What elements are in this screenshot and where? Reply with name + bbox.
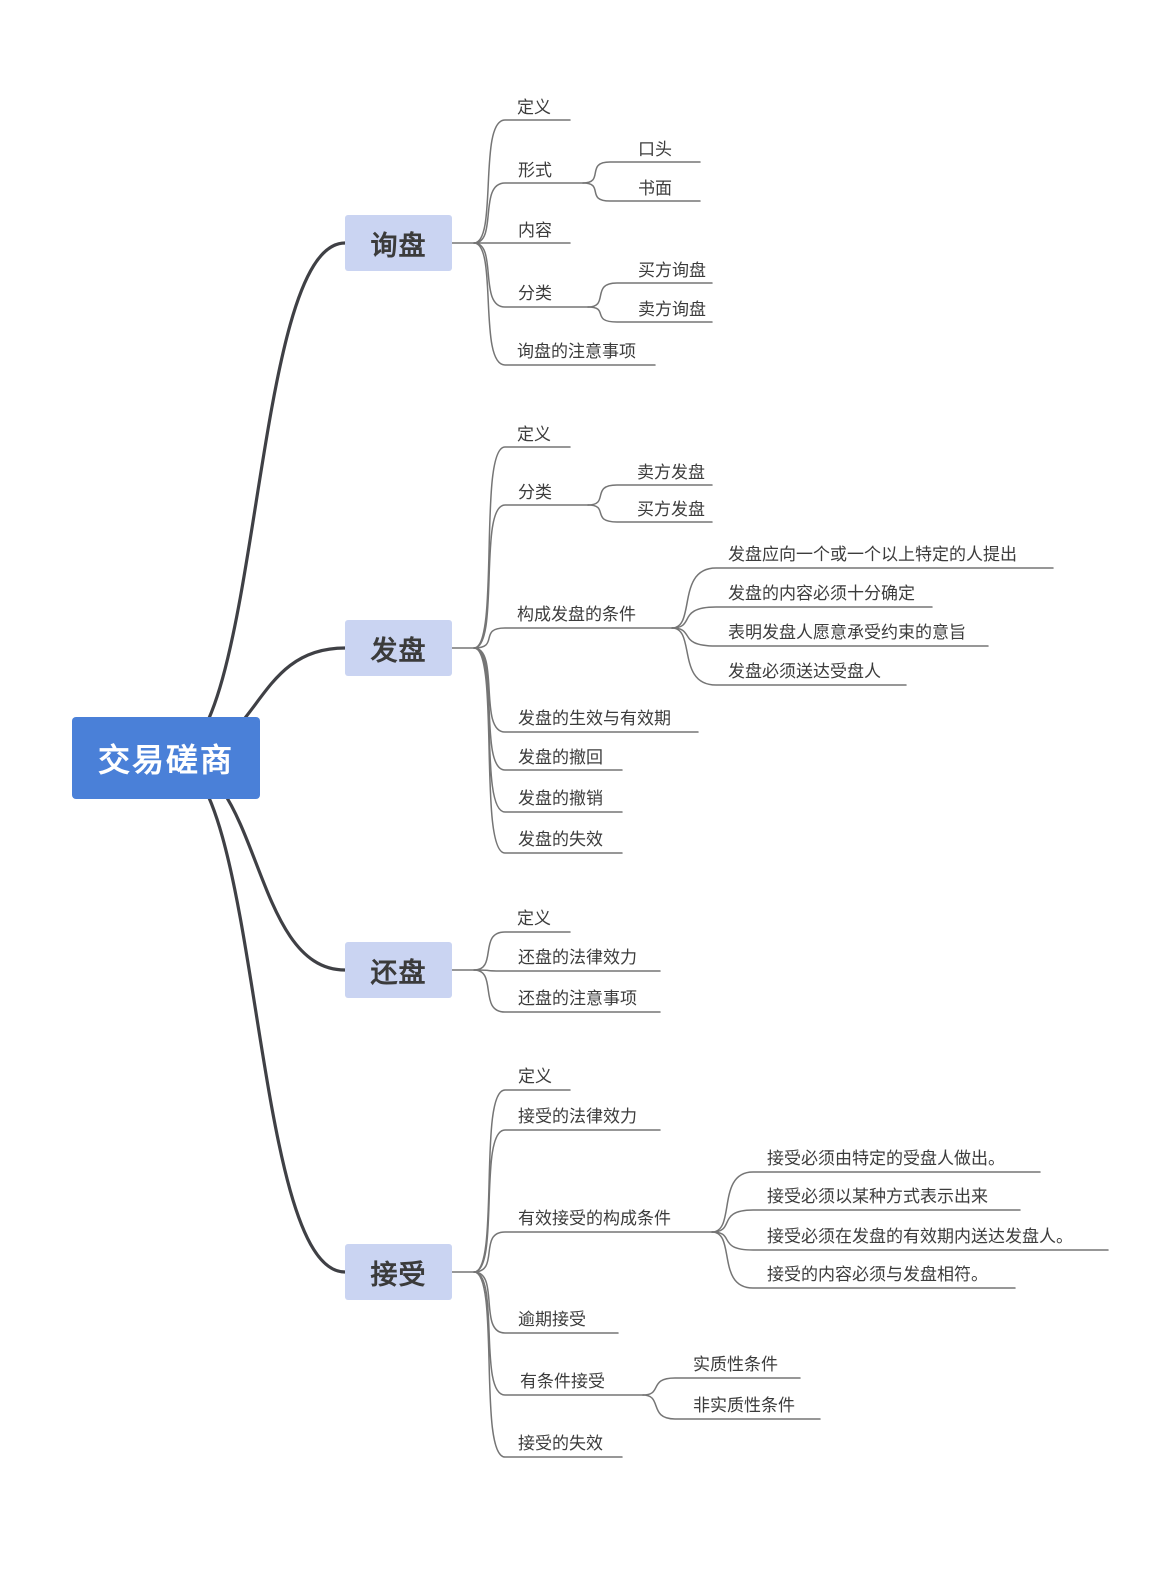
branch-acceptance[interactable]: 接受 [345,1244,452,1300]
connector [587,306,713,323]
connector [473,242,589,308]
connector [587,504,713,523]
connector [473,627,673,649]
connector [473,1231,713,1273]
connector-root-acceptance [168,756,347,1274]
connector [582,182,701,202]
node-offer-revocation[interactable]: 发盘的撤销 [518,789,603,808]
connector [711,1171,1041,1233]
node-offer-withdrawal[interactable]: 发盘的撤回 [518,748,603,767]
node-inquiry-notes[interactable]: 询盘的注意事项 [517,342,636,361]
connector [711,1209,1021,1233]
connector [473,647,623,854]
node-offer-condition-1[interactable]: 发盘应向一个或一个以上特定的人提出 [728,545,1017,564]
branch-counter-offer[interactable]: 还盘 [345,942,452,998]
node-offer-definition[interactable]: 定义 [517,425,551,444]
node-material-condition[interactable]: 实质性条件 [693,1355,778,1374]
node-offer-validity[interactable]: 发盘的生效与有效期 [518,709,671,728]
node-conditional-acceptance[interactable]: 有条件接受 [520,1372,605,1391]
node-acceptance-termination[interactable]: 接受的失效 [518,1434,603,1453]
node-inquiry-definition[interactable]: 定义 [517,98,551,117]
connector [473,1271,623,1458]
connector [473,1271,644,1396]
connector [587,484,713,506]
connector [671,567,1054,629]
connector [711,1231,1016,1289]
connector [671,606,933,629]
node-offer-termination[interactable]: 发盘的失效 [518,830,603,849]
node-inquiry-form-oral[interactable]: 口头 [638,140,672,159]
connector [582,161,701,184]
node-offer-classification[interactable]: 分类 [518,483,552,502]
node-acceptance-legal-effect[interactable]: 接受的法律效力 [518,1107,637,1126]
connector [473,504,589,649]
connector-root-inquiry [168,241,347,760]
root-topic[interactable]: 交易磋商 [72,717,260,799]
connector [473,969,661,972]
connector [473,446,571,649]
connector [587,282,713,308]
connector [671,627,989,647]
node-acceptance-condition-1[interactable]: 接受必须由特定的受盘人做出。 [767,1149,1005,1168]
connector [473,1089,571,1273]
connector [711,1231,1109,1251]
node-offer-conditions[interactable]: 构成发盘的条件 [517,605,636,624]
node-non-material-condition[interactable]: 非实质性条件 [693,1396,795,1415]
node-offer-condition-4[interactable]: 发盘必须送达受盘人 [728,662,881,681]
node-seller-offer[interactable]: 卖方发盘 [637,463,705,482]
node-acceptance-condition-4[interactable]: 接受的内容必须与发盘相符。 [767,1265,988,1284]
node-counter-offer-legal-effect[interactable]: 还盘的法律效力 [518,948,637,967]
node-inquiry-content[interactable]: 内容 [518,221,552,240]
connector [642,1394,821,1420]
node-acceptance-conditions[interactable]: 有效接受的构成条件 [518,1209,671,1228]
connector [473,182,584,244]
node-acceptance-condition-2[interactable]: 接受必须以某种方式表示出来 [767,1187,988,1206]
connector [671,627,907,686]
node-counter-offer-definition[interactable]: 定义 [517,909,551,928]
node-acceptance-definition[interactable]: 定义 [518,1067,552,1086]
connector [473,119,571,244]
node-seller-inquiry[interactable]: 卖方询盘 [638,300,706,319]
branch-inquiry[interactable]: 询盘 [345,215,452,271]
node-counter-offer-notes[interactable]: 还盘的注意事项 [518,989,637,1008]
connector [473,969,661,1013]
branch-offer[interactable]: 发盘 [345,620,452,676]
connector [473,1129,661,1273]
connector [473,1271,619,1334]
connector [473,242,656,366]
node-inquiry-form[interactable]: 形式 [518,161,552,180]
connector [473,647,623,813]
node-late-acceptance[interactable]: 逾期接受 [518,1310,586,1329]
node-buyer-offer[interactable]: 买方发盘 [637,500,705,519]
node-inquiry-form-written[interactable]: 书面 [638,179,672,198]
node-offer-condition-2[interactable]: 发盘的内容必须十分确定 [728,584,915,603]
connector [642,1377,801,1396]
connector [473,931,571,971]
node-buyer-inquiry[interactable]: 买方询盘 [638,261,706,280]
node-acceptance-condition-3[interactable]: 接受必须在发盘的有效期内送达发盘人。 [767,1227,1073,1246]
node-offer-condition-3[interactable]: 表明发盘人愿意承受约束的意旨 [728,623,966,642]
node-inquiry-classification[interactable]: 分类 [518,284,552,303]
